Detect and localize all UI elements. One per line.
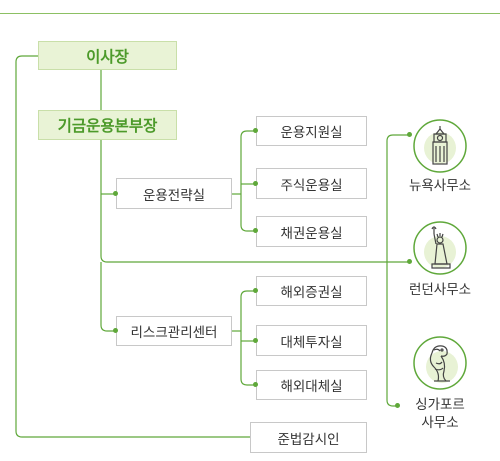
connector-dot [253,288,258,293]
unit-box: 운용지원실 [256,116,367,146]
unit-label: 채권운용실 [280,225,343,242]
compliance-label: 준법감시인 [277,431,340,448]
big-ben-icon [413,119,467,173]
cio-label: 기금운용본부장 [57,117,158,135]
risk-box: 리스크관리센터 [116,316,232,346]
office-london: 런던사무소 [405,281,475,299]
merlion-icon [413,336,467,390]
statue-of-liberty-icon [413,221,467,275]
unit-box: 주식운용실 [256,168,367,199]
office-singapore: 싱가포르 사무소 [405,396,475,432]
unit-label: 해외대체실 [280,379,343,395]
risk-label: 리스크관리센터 [130,325,218,341]
connector-dot [113,191,118,196]
office-newyork-label: 뉴욕사무소 [408,178,472,194]
connector-dot [407,132,412,137]
office-singapore-line2: 사무소 [421,415,459,431]
connector-dot [395,403,400,408]
connector-dot [253,128,258,133]
unit-label: 주식운용실 [280,177,343,194]
chairman-box: 이사장 [38,41,177,70]
office-newyork: 뉴욕사무소 [405,177,475,195]
chairman-label: 이사장 [86,47,129,66]
unit-box: 대체투자실 [256,325,367,356]
unit-box: 채권운용실 [256,216,367,247]
connector-dot [253,228,258,233]
connector-dot [407,259,412,264]
connector-dot [253,181,258,186]
cio-box: 기금운용본부장 [38,110,177,140]
unit-box: 해외대체실 [256,370,367,400]
connector-dot [113,328,118,333]
connector-dot [253,382,258,387]
unit-box: 해외증권실 [256,276,367,306]
strategy-label: 운용전략실 [142,187,206,204]
strategy-box: 운용전략실 [116,178,232,209]
unit-label: 대체투자실 [280,334,343,351]
office-singapore-line1: 싱가포르 [415,397,465,413]
unit-label: 운용지원실 [280,125,343,141]
connector-dot [253,338,258,343]
unit-label: 해외증권실 [280,285,343,301]
compliance-box: 준법감시인 [250,422,367,453]
top-rule [0,13,500,14]
office-london-label: 런던사무소 [408,282,472,298]
